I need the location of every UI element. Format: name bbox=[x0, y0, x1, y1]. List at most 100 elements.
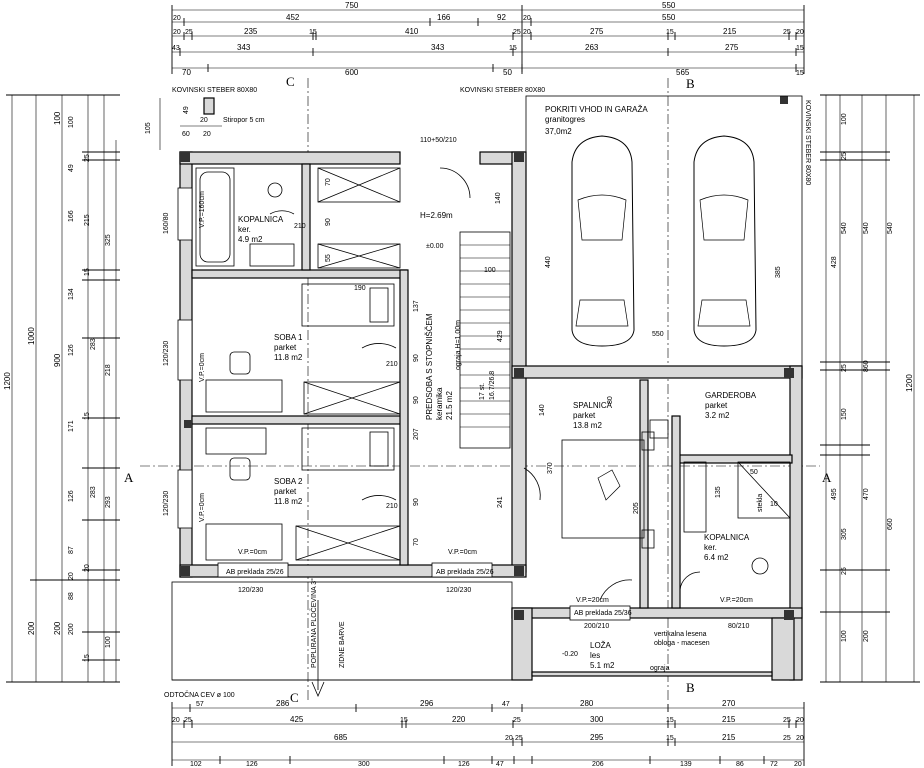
label-cladding1: vertikalna lesena bbox=[654, 631, 707, 638]
fdim-8: 90 bbox=[413, 396, 420, 404]
room-garage-area: 37,0m2 bbox=[545, 127, 572, 136]
fdim-3: 55 bbox=[325, 254, 332, 262]
fdim-9: 207 bbox=[413, 428, 420, 440]
dim-bot2-2: 425 bbox=[290, 715, 304, 724]
dim-right2-1: 860 bbox=[863, 360, 870, 372]
dim-top3-2: 235 bbox=[244, 27, 258, 36]
dim-top2-1: 452 bbox=[286, 13, 300, 22]
label-lintel3: AB preklada 25/36 bbox=[574, 610, 632, 617]
fdim-10: 90 bbox=[413, 498, 420, 506]
label-stairs-width: 100 bbox=[484, 267, 496, 274]
dim-bot4-2: 300 bbox=[358, 761, 370, 768]
room-bath2-area: 6.4 m2 bbox=[704, 553, 729, 562]
label-terrace2: ZIDNE BARVE bbox=[339, 621, 346, 668]
room-loggia: LOŽA les 5.1 m2 bbox=[590, 641, 615, 670]
dim-left5-4: 20 bbox=[84, 564, 91, 572]
dim-bot4-1: 126 bbox=[246, 761, 258, 768]
dim-top3-5: 25 bbox=[513, 29, 521, 36]
room-bath2-name: KOPALNICA bbox=[704, 533, 750, 542]
dim-left6-0: 325 bbox=[105, 234, 112, 246]
dim-bot4-3: 126 bbox=[458, 761, 470, 768]
dim-column-20a: 20 bbox=[200, 117, 208, 124]
fdim-4: 140 bbox=[495, 192, 502, 204]
dim-bot3-2: 25 bbox=[515, 735, 523, 742]
dim-bot3-5: 215 bbox=[722, 733, 736, 742]
fdim-1: 70 bbox=[325, 178, 332, 186]
dim-right2-3: 660 bbox=[887, 518, 894, 530]
dim-left4-8: 20 bbox=[68, 572, 75, 580]
fdim-6: 137 bbox=[413, 300, 420, 312]
fdim-12: 241 bbox=[497, 496, 504, 508]
label-stairs-ograja: ograja H=1.00m bbox=[455, 320, 462, 370]
windows bbox=[177, 187, 631, 621]
dim-top2-2: 166 bbox=[437, 13, 451, 22]
label-stairs-size: 16.7/26.8 bbox=[489, 371, 496, 400]
dim-bot1-1: 286 bbox=[276, 699, 290, 708]
dim-bot2-1: 25 bbox=[184, 717, 192, 724]
label-terrace1: POPLIRANA PLOČEVINA 3° bbox=[309, 578, 318, 668]
dim-right2-0b: 540 bbox=[887, 222, 894, 234]
room-bath1-name: KOPALNICA bbox=[238, 215, 284, 224]
dim-left4-5: 171 bbox=[68, 420, 75, 432]
label-door-entry: 110+50/210 bbox=[420, 137, 457, 144]
room-soba1-finish: parket bbox=[274, 343, 297, 352]
dim-bot1-0: 57 bbox=[196, 701, 204, 708]
dim-right1-2: 540 bbox=[841, 222, 848, 234]
room-wardrobe-area: 3.2 m2 bbox=[705, 411, 730, 420]
dim-top2-0: 20 bbox=[173, 15, 181, 22]
room-bedroom-finish: parket bbox=[573, 411, 596, 420]
section-c-top: C bbox=[286, 74, 295, 89]
furniture bbox=[195, 167, 791, 575]
label-vp-bottom1: V.P.=0cm bbox=[238, 549, 267, 556]
room-soba2: SOBA 2 parket 11.8 m2 bbox=[274, 477, 303, 506]
dim-left6-3: 283 bbox=[90, 486, 97, 498]
steel-column-label-2: KOVINSKI STEBER 80X80 bbox=[460, 87, 545, 94]
room-hall-name: PREDSOBA S STOPNIŠČEM bbox=[425, 313, 434, 420]
car-2 bbox=[693, 135, 757, 347]
dim-left-900: 900 bbox=[53, 353, 62, 367]
dim-left4-7: 87 bbox=[68, 546, 75, 554]
room-garage: POKRITI VHOD IN GARAŽA granitogres 37,0m… bbox=[545, 105, 648, 136]
fdim-22: 50 bbox=[750, 469, 758, 476]
section-a-left: A bbox=[124, 470, 134, 485]
dim-left4-10: 200 bbox=[68, 623, 75, 635]
dim-right-in-428: 428 bbox=[831, 256, 838, 268]
dim-left4-1: 49 bbox=[68, 164, 75, 172]
room-bedroom-area: 13.8 m2 bbox=[573, 421, 602, 430]
dim-bot2-9: 25 bbox=[783, 717, 791, 724]
dim-top5-2: 50 bbox=[503, 68, 512, 77]
dim-left4-4: 126 bbox=[68, 344, 75, 356]
dim-left5-2c: 15 bbox=[84, 654, 91, 662]
fdim-23: 10 bbox=[770, 501, 778, 508]
left-dimensions: 1200 1000 200 900 200 100 100 49 166 134… bbox=[3, 94, 120, 683]
dim-left6-6: 100 bbox=[105, 636, 112, 648]
dim-left5-2: 15 bbox=[84, 268, 91, 276]
dim-top3-9: 215 bbox=[723, 27, 737, 36]
label-vp-bath2: V.P.=20cm bbox=[720, 597, 753, 604]
label-cladding2: obloga - macesen bbox=[654, 640, 710, 647]
section-a-right: A bbox=[822, 470, 832, 485]
dim-bot3-6: 25 bbox=[783, 735, 791, 742]
dim-left4-3: 134 bbox=[68, 288, 75, 300]
label-win-bottom2: 120/230 bbox=[446, 587, 471, 594]
dim-bot4-0: 102 bbox=[190, 761, 202, 768]
label-shower: stekla bbox=[757, 494, 764, 512]
dim-column-49: 49 bbox=[183, 106, 190, 114]
dim-right2-2: 470 bbox=[863, 488, 870, 500]
dim-left5-2b: 15 bbox=[84, 412, 91, 420]
dim-top4-6: 15 bbox=[796, 45, 804, 52]
room-hall-area: 21.5 m2 bbox=[445, 391, 454, 420]
dim-top3-10: 25 bbox=[783, 29, 791, 36]
room-loggia-finish: les bbox=[590, 651, 600, 660]
columns bbox=[180, 96, 794, 620]
fdim-20: 210 bbox=[386, 361, 398, 368]
room-loggia-area: 5.1 m2 bbox=[590, 661, 615, 670]
dim-top4-1: 343 bbox=[237, 43, 251, 52]
room-soba1: SOBA 1 parket 11.8 m2 bbox=[274, 333, 303, 362]
fdim-13: 140 bbox=[539, 404, 546, 416]
label-door-bath2: 80/210 bbox=[728, 623, 750, 630]
dim-right1-6: 25 bbox=[841, 567, 848, 575]
dim-bot4-5: 206 bbox=[592, 761, 604, 768]
dim-right1-3: 25 bbox=[841, 364, 848, 372]
dim-column-20b: 20 bbox=[203, 131, 211, 138]
